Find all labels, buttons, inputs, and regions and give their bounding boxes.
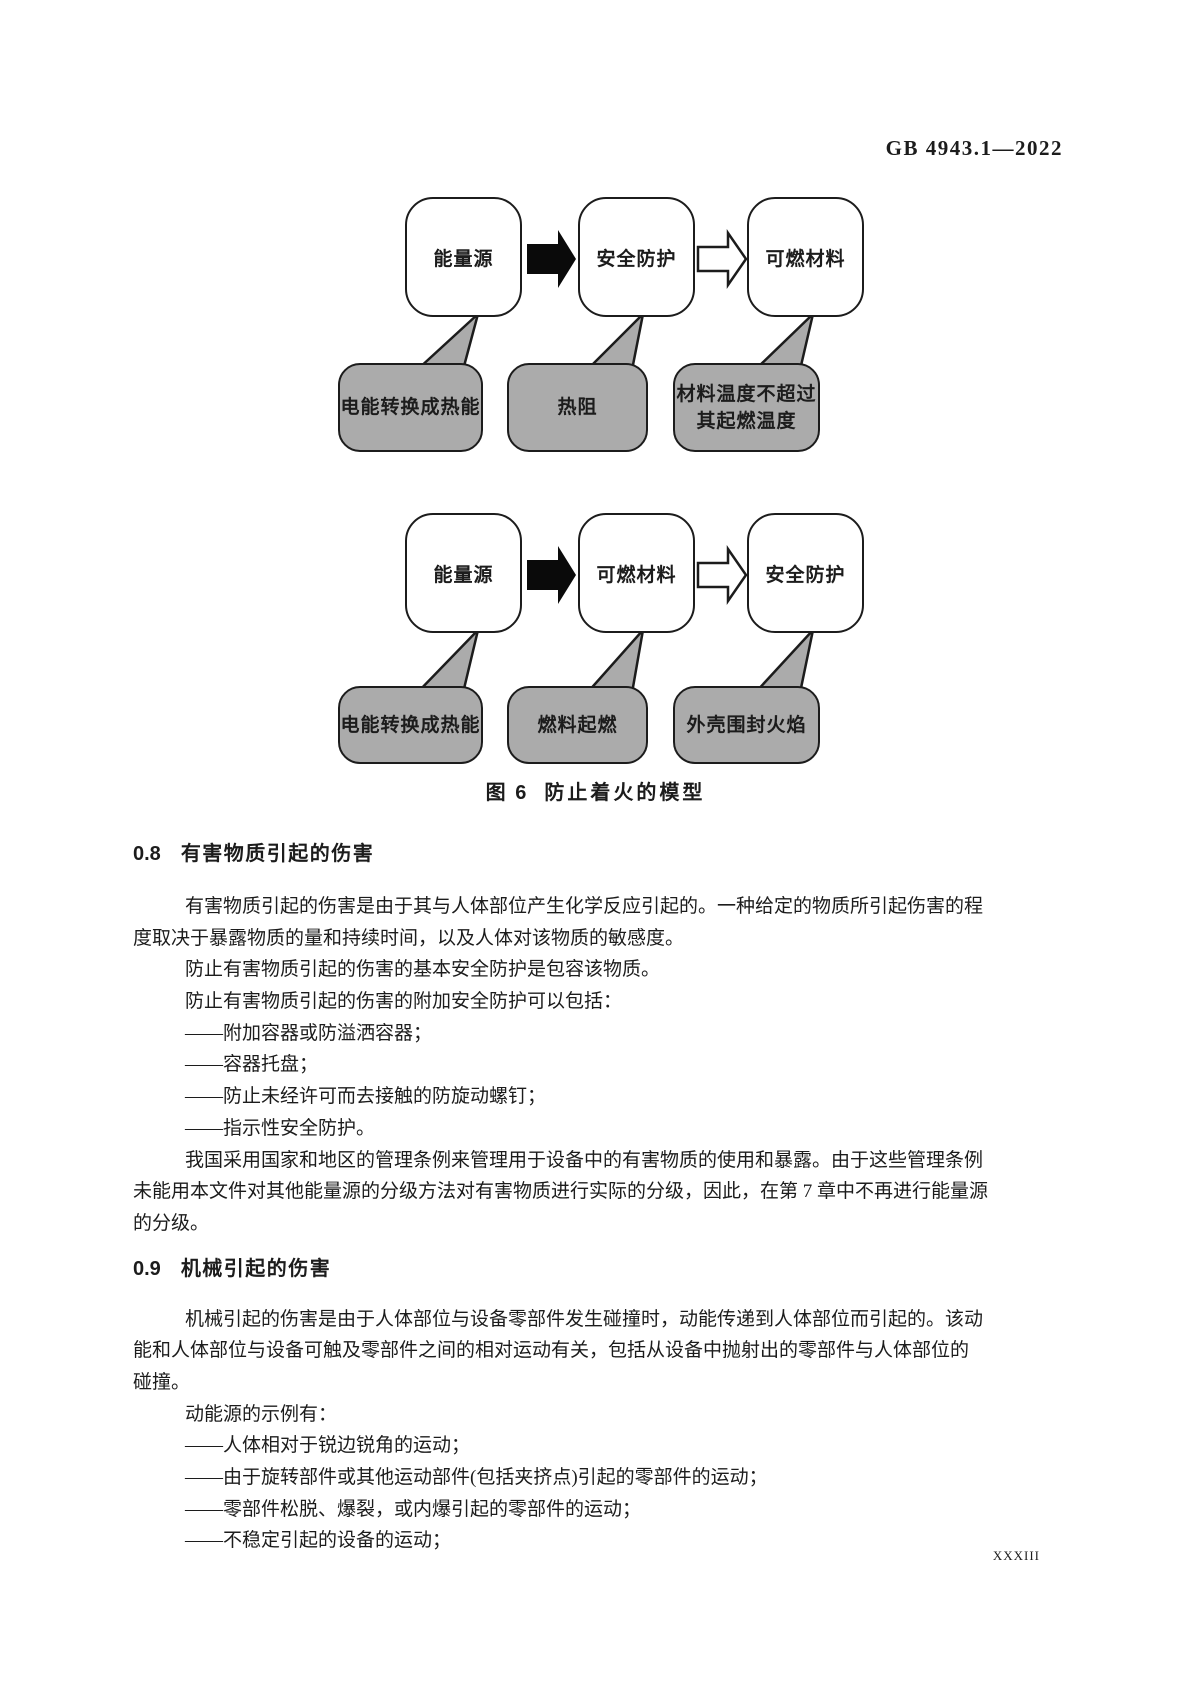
open-right-arrow-icon [696,228,748,290]
callout-fuel-ignition: 燃料起燃 [507,686,648,764]
paragraph-line: 未能用本文件对其他能量源的分级方法对有害物质进行实际的分级，因此，在第 7 章中… [133,1181,989,1203]
paragraph-line: 碰撞。 [133,1371,191,1393]
callout-line: 电能转换成热能 [340,714,481,736]
flow-box-safeguard: 安全防护 [747,513,864,633]
flow-box-energy-source: 能量源 [405,513,522,633]
callout-line: 其起燃温度 [696,410,797,432]
callout-line: 外壳围封火焰 [686,714,807,736]
callout-line: 电能转换成热能 [340,397,481,418]
figure-caption: 图 6 防止着火的模型 [0,776,1191,805]
callout-line: 热阻 [557,397,598,418]
list-item: ——人体相对于锐边锐角的运动； [185,1435,471,1457]
flow-box-combustible-material: 可燃材料 [747,197,864,317]
callout-line: 材料温度不超过 [676,383,817,405]
open-right-arrow-icon [696,544,748,606]
callout-material-temperature: 材料温度不超过 其起燃温度 [673,363,820,452]
section-title: 有害物质引起的伤害 [180,843,375,865]
list-item: ——不稳定引起的设备的运动； [185,1530,452,1552]
callout-electric-to-heat: 电能转换成热能 [338,363,483,452]
callout-tail [751,310,816,372]
callout-tail [583,310,646,372]
section-title: 机械引起的伤害 [180,1257,332,1280]
body-text: 0.8 有害物质引起的伤害 有害物质引起的伤害是由于其与人体部位产生化学反应引起的… [133,843,1068,1557]
callout-tail [752,625,816,695]
paragraph-line: 防止有害物质引起的伤害的基本安全防护是包容该物质。 [185,959,661,981]
solid-right-arrow-icon [527,546,576,604]
callout-tail [413,310,481,372]
callout-electric-to-heat: 电能转换成热能 [338,686,483,764]
flow-box-combustible-material: 可燃材料 [578,513,695,633]
list-item: ——附加容器或防溢洒容器； [185,1022,433,1044]
paragraph-line: 动能源的示例有： [185,1403,338,1425]
figure-title: 防止着火的模型 [544,782,706,804]
solid-right-arrow-icon [527,230,576,288]
section-heading-0-9: 0.9 机械引起的伤害 [133,1258,1068,1280]
list-item: ——零部件松脱、爆裂，或内爆引起的零部件的运动； [185,1498,642,1520]
list-item: ——指示性安全防护。 [185,1117,376,1139]
paragraph-line: 机械引起的伤害是由于人体部位与设备零部件发生碰撞时，动能传递到人体部位而引起的。… [185,1308,984,1330]
paragraph-line: 有害物质引起的伤害是由于其与人体部位产生化学反应引起的。一种给定的物质所引起伤害… [185,896,984,917]
section-number: 0.9 [133,1257,161,1280]
callout-tail [414,625,481,695]
list-item: ——由于旋转部件或其他运动部件(包括夹挤点)引起的零部件的运动； [185,1467,768,1488]
list-item: ——防止未经许可而去接触的防旋动螺钉； [185,1086,547,1108]
page-number: XXXIII [992,1548,1040,1563]
paragraph-line: 度取决于暴露物质的量和持续时间，以及人体对该物质的敏感度。 [133,927,685,949]
paragraph-line: 的分级。 [133,1212,210,1234]
section-heading-0-8: 0.8 有害物质引起的伤害 [133,843,1068,865]
list-item: ——容器托盘； [185,1054,319,1076]
callout-thermal-resistance: 热阻 [507,363,648,452]
callout-line: 燃料起燃 [537,714,618,736]
figure-number: 图 6 [485,782,529,804]
paragraph-line: 能和人体部位与设备可触及零部件之间的相对运动有关，包括从设备中抛射出的零部件与人… [133,1340,970,1362]
flow-box-energy-source: 能量源 [405,197,522,317]
paragraph-line: 防止有害物质引起的伤害的附加安全防护可以包括： [185,991,623,1013]
callout-enclosure-contains-flame: 外壳围封火焰 [673,686,820,764]
section-number: 0.8 [133,843,161,865]
diagram-connectors [413,228,816,695]
standard-number-header: GB 4943.1—2022 [885,136,1063,160]
flow-box-safeguard: 安全防护 [578,197,695,317]
paragraph-line: 我国采用国家和地区的管理条例来管理用于设备中的有害物质的使用和暴露。由于这些管理… [185,1149,984,1171]
figure-6-diagram: 能量源 安全防护 可燃材料 电能转换成热能 热阻 材料温度不超过 其起燃温度 能… [0,0,1191,820]
callout-tail [584,625,645,695]
